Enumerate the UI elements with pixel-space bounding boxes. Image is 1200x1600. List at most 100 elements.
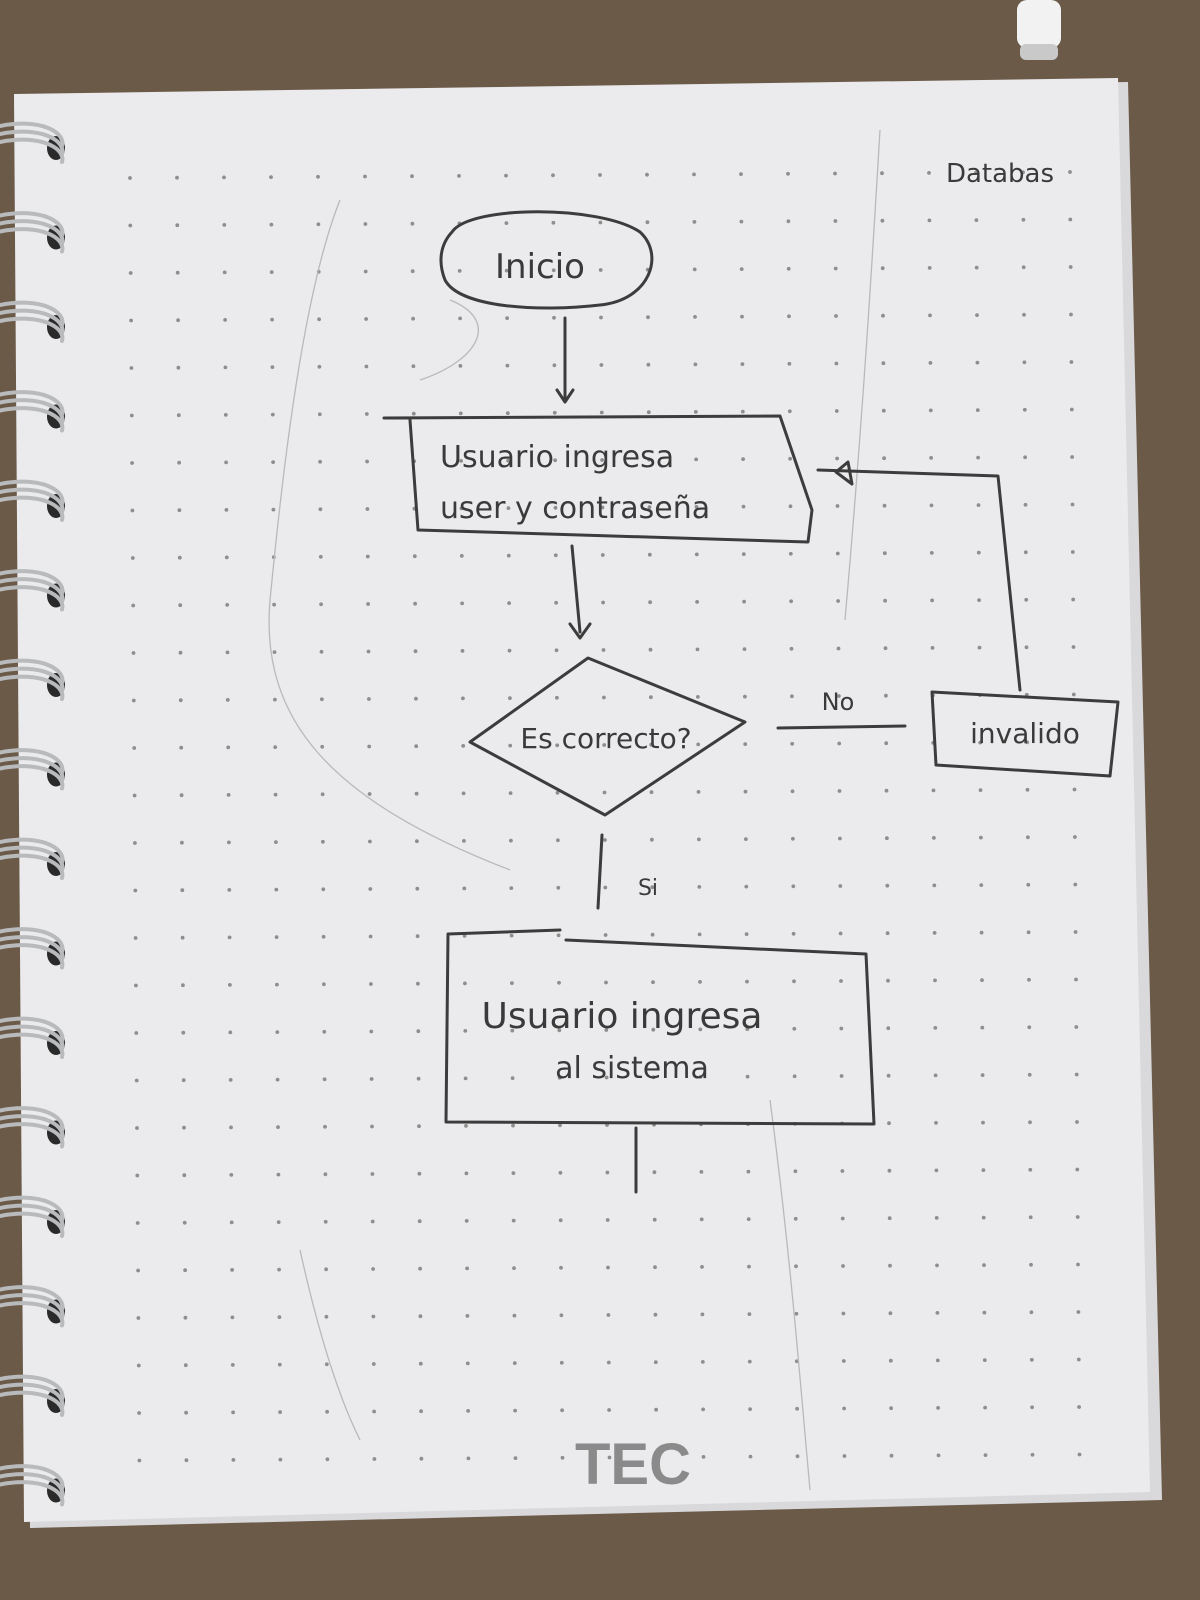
grid-dot bbox=[507, 601, 511, 605]
grid-dot bbox=[604, 1028, 609, 1032]
grid-dot bbox=[318, 459, 322, 464]
grid-dot bbox=[607, 1408, 611, 1412]
grid-dot bbox=[647, 552, 652, 557]
grid-dot bbox=[320, 792, 325, 797]
grid-dot bbox=[836, 646, 841, 651]
grid-dot bbox=[1021, 170, 1025, 175]
grid-dot bbox=[1028, 1215, 1033, 1220]
grid-dot bbox=[367, 697, 371, 701]
grid-dot bbox=[693, 362, 698, 367]
grid-dot bbox=[556, 838, 560, 843]
grid-dot bbox=[371, 1314, 376, 1319]
grid-dot bbox=[415, 839, 419, 844]
grid-dot bbox=[1027, 977, 1031, 982]
grid-dot bbox=[505, 411, 510, 415]
grid-dot bbox=[839, 1074, 844, 1078]
grid-dot bbox=[976, 455, 980, 460]
grid-dot bbox=[460, 601, 464, 606]
grid-dot bbox=[602, 790, 607, 795]
grid-dot bbox=[224, 460, 229, 465]
grid-dot bbox=[1022, 360, 1027, 365]
grid-dot bbox=[223, 318, 228, 322]
grid-dot bbox=[743, 742, 748, 746]
grid-dot bbox=[840, 1169, 845, 1173]
grid-dot bbox=[276, 1172, 281, 1177]
grid-dot bbox=[320, 744, 325, 749]
grid-dot bbox=[183, 1268, 188, 1273]
grid-dot bbox=[270, 365, 275, 369]
grid-dot bbox=[838, 931, 843, 936]
grid-dot bbox=[1073, 835, 1077, 839]
grid-dot bbox=[551, 220, 556, 225]
grid-dot bbox=[697, 932, 702, 937]
input-label-line2: user y contraseña bbox=[440, 491, 710, 526]
grid-dot bbox=[789, 599, 793, 604]
grid-dot bbox=[882, 503, 887, 508]
grid-dot bbox=[792, 1026, 797, 1031]
grid-dot bbox=[465, 1266, 469, 1271]
grid-dot bbox=[745, 1027, 750, 1031]
grid-dot bbox=[269, 222, 274, 227]
grid-dot bbox=[786, 266, 791, 271]
grid-dot bbox=[981, 1215, 986, 1220]
grid-dot bbox=[419, 1409, 423, 1414]
process-label-line1: Usuario ingresa bbox=[482, 996, 763, 1037]
grid-dot bbox=[274, 840, 278, 844]
dot-grid bbox=[128, 170, 1082, 1463]
grid-dot bbox=[552, 315, 556, 320]
grid-dot bbox=[558, 1218, 563, 1223]
grid-dot bbox=[841, 1311, 846, 1316]
grid-dot bbox=[278, 1457, 283, 1462]
grid-dot bbox=[411, 411, 416, 416]
grid-dot bbox=[226, 745, 231, 750]
grid-dot bbox=[320, 697, 324, 702]
grid-dot bbox=[601, 600, 605, 605]
grid-dot bbox=[410, 269, 415, 274]
grid-dot bbox=[1068, 265, 1073, 269]
grid-dot bbox=[696, 790, 701, 794]
grid-dot bbox=[372, 1457, 377, 1461]
grid-dot bbox=[316, 222, 321, 227]
grid-dot bbox=[180, 935, 185, 940]
grid-dot bbox=[224, 508, 229, 512]
grid-dot bbox=[464, 1171, 469, 1176]
grid-dot bbox=[462, 934, 467, 938]
grid-dot bbox=[789, 646, 794, 651]
grid-dot bbox=[464, 1219, 469, 1223]
spiral-ring bbox=[0, 300, 65, 343]
grid-dot bbox=[606, 1360, 611, 1365]
grid-dot bbox=[365, 554, 370, 559]
grid-dot bbox=[177, 555, 182, 560]
grid-dot bbox=[884, 788, 889, 793]
grid-dot bbox=[271, 507, 276, 512]
grid-dot bbox=[888, 1311, 893, 1316]
grid-dot bbox=[180, 840, 184, 845]
spiral-ring bbox=[0, 837, 65, 880]
grid-dot bbox=[842, 1454, 847, 1458]
grid-dot bbox=[363, 222, 368, 226]
spiral-ring bbox=[0, 211, 65, 254]
grid-dot bbox=[1029, 1357, 1034, 1362]
grid-dot bbox=[1029, 1310, 1034, 1315]
grid-dot bbox=[935, 1358, 940, 1363]
grid-dot bbox=[936, 1453, 941, 1458]
grid-dot bbox=[600, 458, 604, 462]
grid-dot bbox=[229, 1220, 234, 1225]
grid-dot bbox=[606, 1313, 611, 1317]
grid-dot bbox=[176, 413, 181, 418]
grid-dot bbox=[599, 315, 603, 320]
grid-dot bbox=[324, 1267, 328, 1272]
grid-dot bbox=[932, 883, 937, 888]
grid-dot bbox=[1070, 550, 1075, 554]
flowchart: Inicio Usuario ingresa user y contraseña… bbox=[382, 210, 1120, 1194]
grid-dot bbox=[230, 1315, 235, 1320]
grid-dot bbox=[1069, 407, 1074, 412]
grid-dot bbox=[934, 1121, 938, 1125]
grid-dot bbox=[884, 741, 889, 746]
grid-dot bbox=[698, 1075, 703, 1079]
grid-dot bbox=[741, 457, 745, 461]
grid-dot bbox=[457, 174, 461, 178]
grid-dot bbox=[889, 1453, 894, 1458]
grid-dot bbox=[837, 694, 841, 698]
grid-dot bbox=[739, 267, 744, 271]
